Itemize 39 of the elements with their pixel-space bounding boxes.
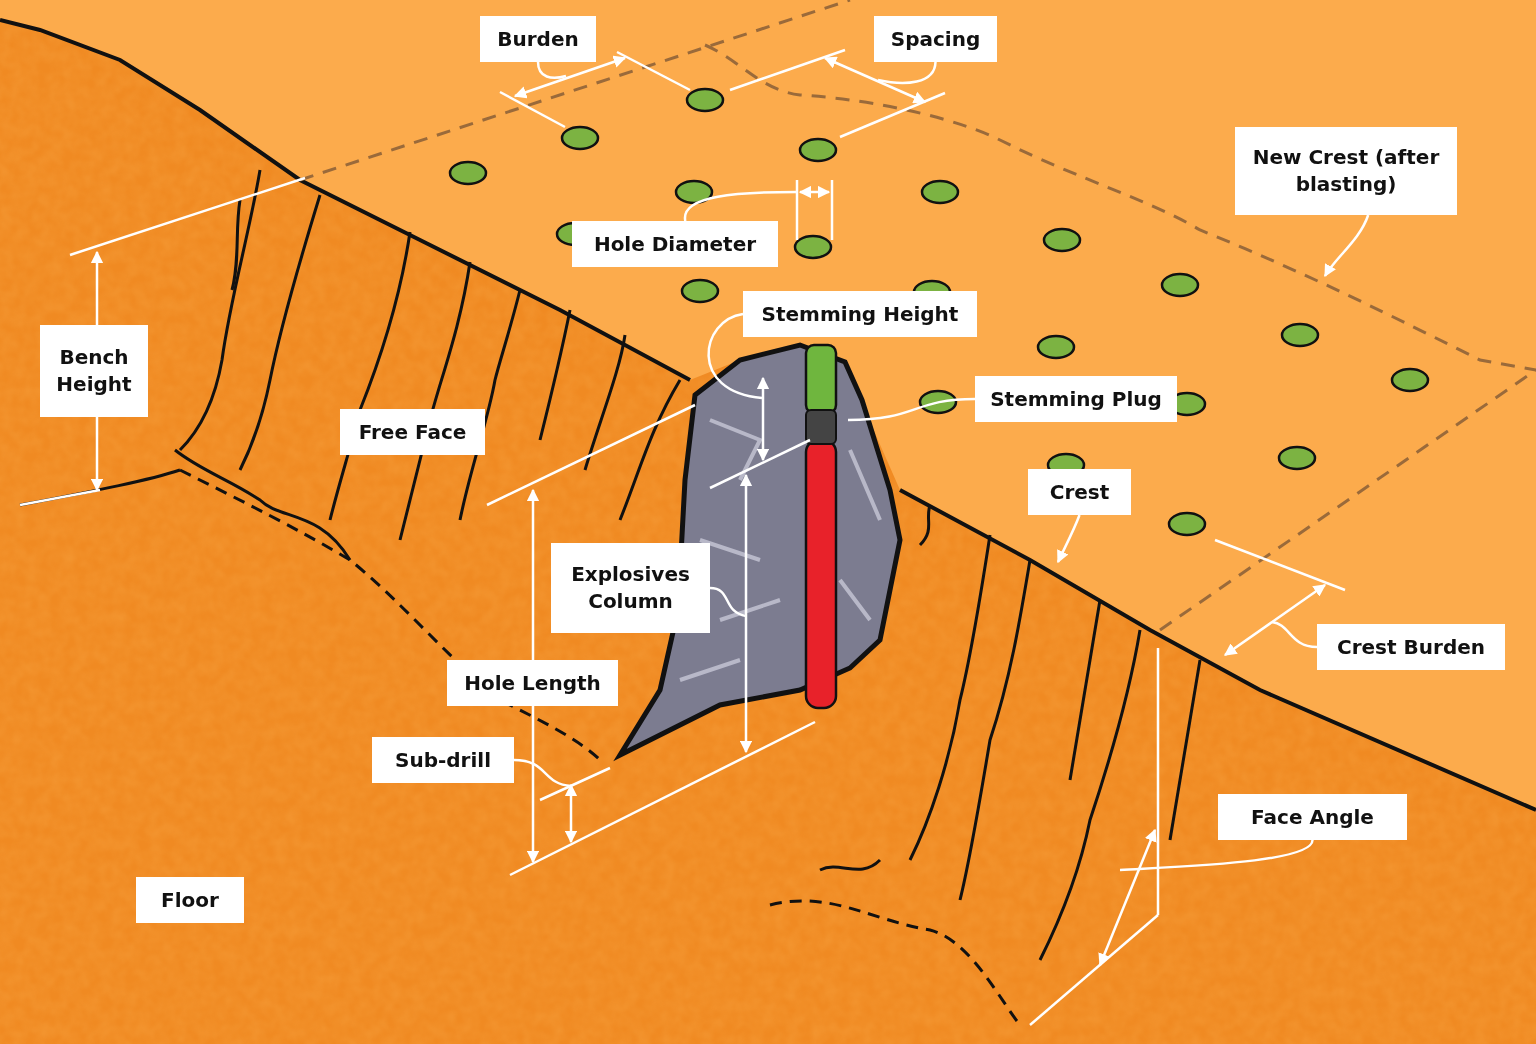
label-card (743, 291, 977, 337)
leader-line (513, 758, 572, 788)
label-card (447, 660, 618, 706)
label-card (874, 16, 997, 62)
part-label: Crest (1049, 478, 1110, 506)
leader-line (1119, 839, 1314, 872)
part-label: Stemming Plug (990, 385, 1162, 413)
part-label: Face Angle (1251, 803, 1374, 831)
label-card (551, 543, 710, 633)
label-card (1235, 127, 1457, 215)
part-label: Burden (497, 25, 579, 53)
leader-line (1271, 620, 1318, 649)
label-card (1317, 624, 1505, 670)
leader-line (1056, 514, 1081, 564)
part-label: Bench Height (55, 344, 133, 398)
part-label: Spacing (890, 25, 981, 53)
leader-line (1323, 214, 1370, 278)
leader-line (877, 61, 937, 85)
part-label: Free Face (358, 418, 467, 446)
part-label: Stemming Height (761, 300, 959, 328)
label-card (340, 409, 485, 455)
part-label: Sub-drill (395, 746, 491, 774)
part-label: New Crest (after blasting) (1251, 144, 1441, 198)
label-card (40, 325, 148, 417)
part-label: Hole Diameter (593, 230, 757, 258)
label-card (975, 376, 1177, 422)
label-card (480, 16, 596, 62)
part-label: Floor (161, 886, 219, 914)
label-card (136, 877, 244, 923)
label-card (1028, 469, 1131, 515)
part-label: Crest Burden (1337, 633, 1485, 661)
label-card (1218, 794, 1407, 840)
part-label: Explosives Column (570, 561, 691, 615)
leader-line (536, 61, 567, 79)
leader-line (707, 312, 763, 400)
label-card (572, 221, 778, 267)
leader-line (709, 586, 747, 618)
part-label: Hole Length (464, 669, 601, 697)
label-card (372, 737, 514, 783)
